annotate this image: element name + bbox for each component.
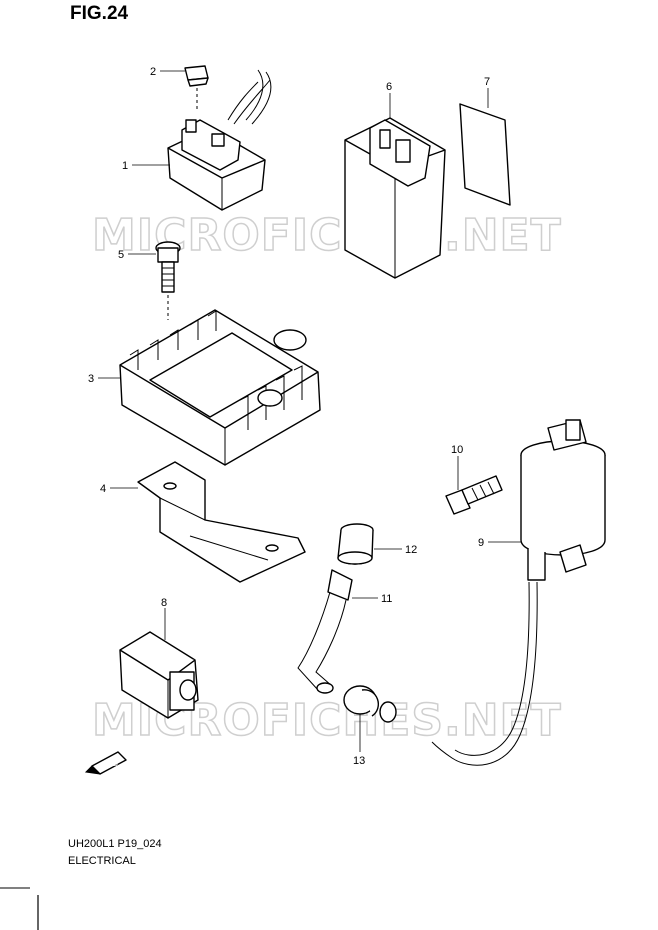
callout-12: 12 xyxy=(405,544,417,556)
figure-title: FIG.24 xyxy=(70,3,129,24)
callout-6: 6 xyxy=(386,81,392,93)
part-11-plug-cord xyxy=(297,569,353,694)
callout-4: 4 xyxy=(100,483,106,495)
part-3-regulator xyxy=(119,309,321,466)
callout-7: 7 xyxy=(484,76,490,88)
callout-13: 13 xyxy=(353,755,365,767)
callout-9: 9 xyxy=(478,537,484,549)
footer-section: ELECTRICAL xyxy=(68,855,136,867)
part-10-bolt xyxy=(445,475,503,515)
part-4-bracket xyxy=(137,461,306,583)
part-12-cap xyxy=(337,523,374,565)
fwd-arrow-icon: FWD xyxy=(84,751,127,775)
leader-lines xyxy=(98,70,521,752)
callout-11: 11 xyxy=(381,593,392,605)
fwd-label: FWD xyxy=(102,761,118,768)
part-1-starter-relay xyxy=(167,69,272,211)
part-9-ignition-coil xyxy=(431,419,606,766)
footer-code: UH200L1 P19_024 xyxy=(68,838,162,850)
callout-3: 3 xyxy=(88,373,94,385)
callout-10: 10 xyxy=(451,444,463,456)
part-7-label xyxy=(459,103,511,206)
callout-1: 1 xyxy=(122,160,128,172)
callout-5: 5 xyxy=(118,249,124,261)
part-2-cap xyxy=(184,65,209,112)
callout-8: 8 xyxy=(161,597,167,609)
callout-2: 2 xyxy=(150,66,156,78)
part-6-ecm xyxy=(344,117,446,279)
watermark-bottom: MICROFICHES.NET xyxy=(92,695,562,746)
part-5-bolt xyxy=(155,241,181,320)
part-8-connector xyxy=(119,631,199,719)
part-13-boot xyxy=(343,685,397,723)
